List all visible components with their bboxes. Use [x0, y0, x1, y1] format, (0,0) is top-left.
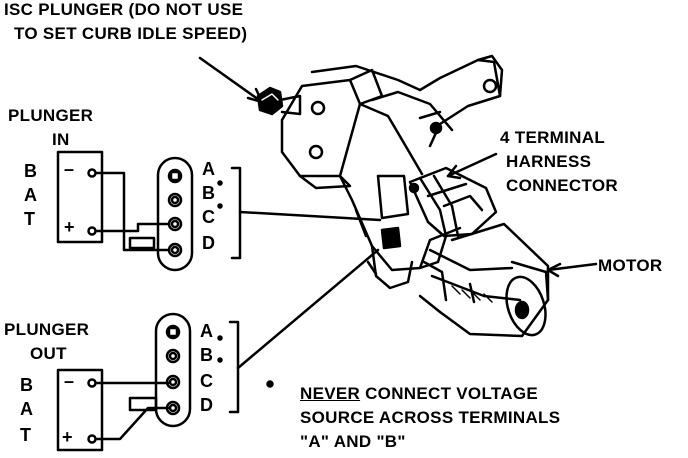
harness-leader-line	[446, 152, 498, 178]
plunger-in-battery-box	[56, 150, 104, 244]
plunger-out-terminal-a: A	[200, 321, 214, 341]
plunger-in-connector	[156, 156, 194, 272]
plunger-out-terminal-b: B	[200, 345, 214, 365]
plunger-in-bat-a: A	[24, 185, 38, 205]
warning-line1-rest: CONNECT VOLTAGE	[360, 384, 539, 403]
plunger-out-bat-a: A	[20, 399, 34, 419]
motor-leader-arrowhead	[546, 262, 562, 278]
plunger-out-connector	[154, 312, 192, 428]
harness-leader-arrowhead	[446, 164, 462, 180]
plunger-out-wiring	[56, 248, 380, 452]
plunger-in-title-line2: IN	[52, 130, 70, 149]
plunger-out-neg-sign: –	[64, 371, 75, 391]
harness-label-line3: CONNECTOR	[506, 176, 618, 195]
plunger-in-bat-t: T	[24, 209, 36, 229]
warning-line1: NEVER CONNECT VOLTAGE	[300, 384, 538, 403]
warning-line3: "A" AND "B"	[300, 432, 406, 451]
plunger-in-terminal-c: C	[202, 207, 216, 227]
plunger-in-pos-sign: +	[64, 217, 75, 237]
plunger-in-terminal-b: B	[202, 183, 216, 203]
motor-cylinder	[418, 222, 550, 338]
isc-label-line1: ISC PLUNGER (DO NOT USE	[4, 0, 244, 19]
harness-connector	[408, 166, 498, 270]
harness-label-line1: 4 TERMINAL	[500, 128, 605, 147]
plunger-out-battery-box	[56, 368, 104, 452]
plunger-in-wiring	[56, 150, 382, 272]
plunger-out-title-line1: PLUNGER	[4, 320, 90, 339]
plunger-out-terminal-d: D	[200, 395, 214, 415]
plunger-out-pos-sign: +	[62, 427, 73, 447]
isc-label-line2: TO SET CURB IDLE SPEED)	[14, 24, 248, 43]
gear-case	[338, 102, 462, 290]
motor-leader-line	[546, 262, 598, 272]
warning-bullet	[266, 380, 274, 388]
plunger-out-title-line2: OUT	[30, 344, 67, 363]
plunger-in-neg-sign: –	[64, 159, 75, 179]
plunger-in-bat-b: B	[24, 161, 38, 181]
warning-never: NEVER	[300, 384, 361, 403]
isc-motor-assembly	[198, 54, 598, 338]
isc-leader-line	[198, 56, 264, 104]
plunger-out-terminal-c: C	[200, 371, 214, 391]
isc-plunger-tip	[256, 86, 302, 116]
plunger-in-title-line1: PLUNGER	[8, 106, 94, 125]
harness-label-line2: HARNESS	[506, 152, 592, 171]
plunger-in-terminal-d: D	[202, 233, 216, 253]
plunger-out-bat-b: B	[20, 375, 34, 395]
warning-line2: SOURCE ACROSS TERMINALS	[300, 408, 561, 427]
plunger-out-bat-t: T	[20, 425, 32, 445]
upper-housing	[310, 54, 504, 148]
motor-label: MOTOR	[598, 256, 663, 275]
mounting-bracket	[280, 68, 384, 190]
plunger-in-terminal-a: A	[202, 159, 216, 179]
